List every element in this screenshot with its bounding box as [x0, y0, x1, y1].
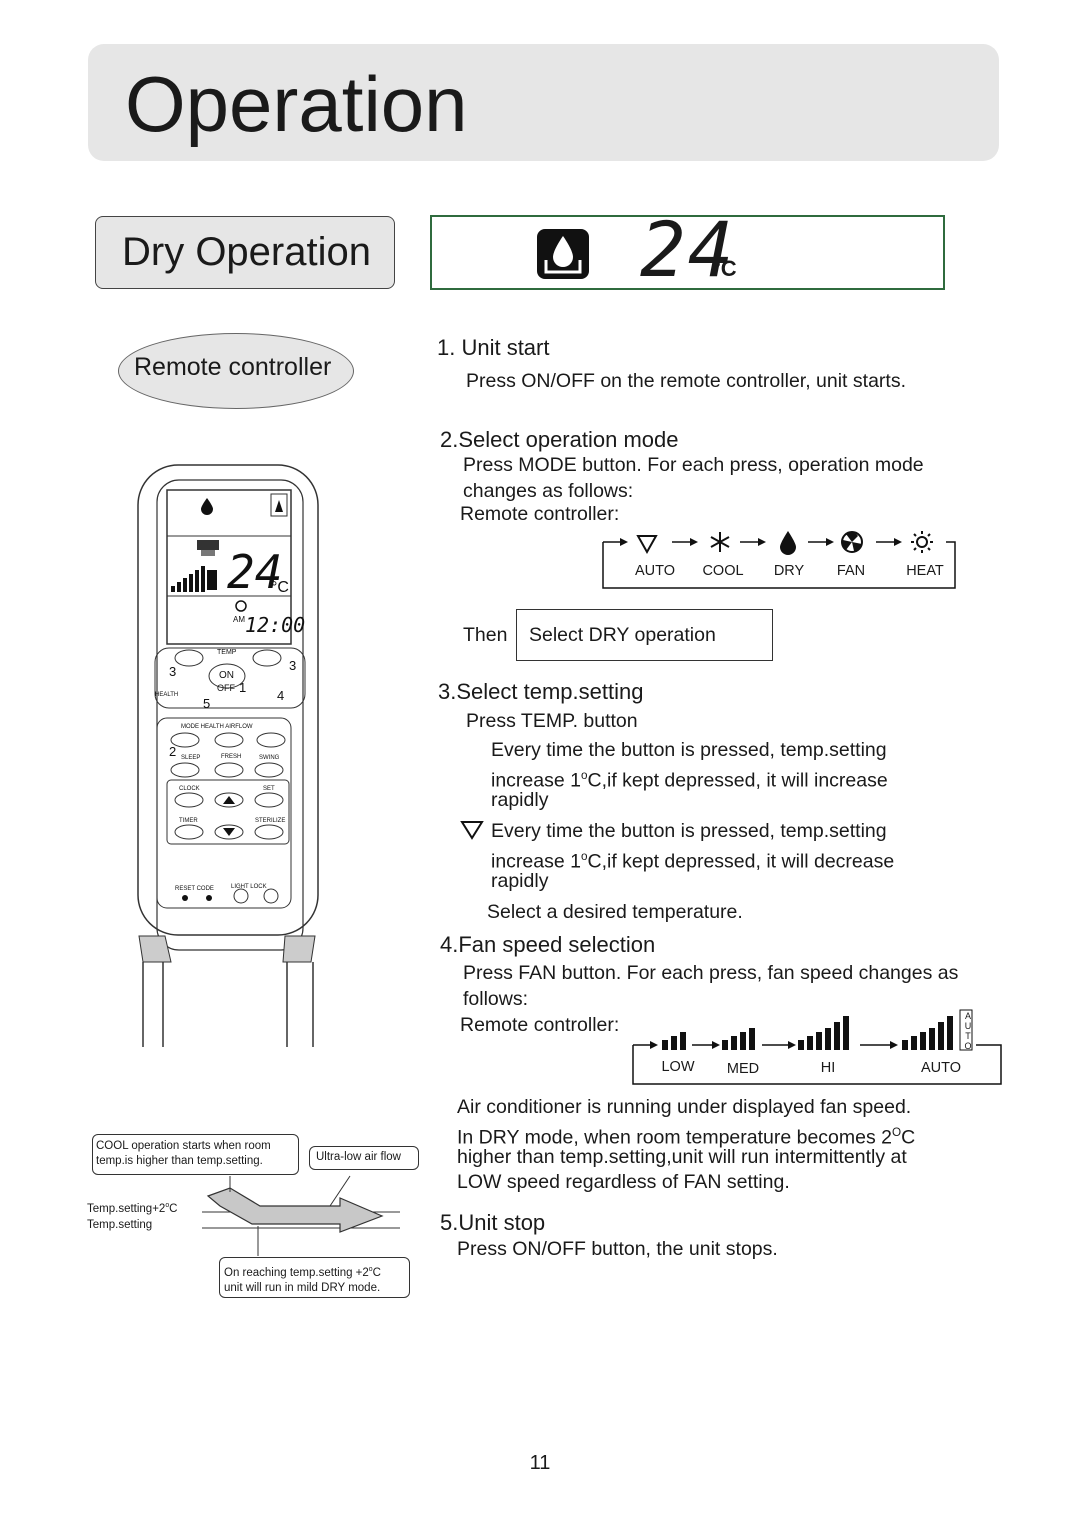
step4-line2: follows: — [463, 988, 529, 1010]
svg-text:AM: AM — [233, 615, 245, 624]
heat-sun-icon — [911, 531, 933, 553]
remote-controller-badge — [118, 333, 354, 409]
svg-text:RESET CODE: RESET CODE — [175, 886, 214, 892]
mode-cycle-diagram — [602, 531, 956, 589]
section-title: Dry Operation — [122, 230, 371, 274]
step4-line1: Press FAN button. For each press, fan sp… — [463, 962, 959, 984]
display-temperature: 24 — [640, 205, 736, 294]
step3-down-line3: rapidly — [491, 870, 549, 892]
page-number: 11 — [529, 1452, 551, 1474]
then-label: Then — [463, 624, 508, 646]
mode-dry-label: DRY — [773, 563, 805, 579]
step3-up-line3: rapidly — [491, 789, 549, 811]
step2-rc-label: Remote controller: — [460, 503, 620, 525]
ultra-low-box — [309, 1146, 419, 1170]
svg-text:4: 4 — [277, 688, 284, 703]
step5-title: 5.Unit stop — [440, 1210, 546, 1235]
svg-text:SWING: SWING — [259, 755, 280, 761]
svg-text:24: 24 — [227, 545, 282, 599]
step1-text: Press ON/OFF on the remote controller, u… — [466, 370, 906, 392]
temp-plus-label: Temp.setting+2oC — [87, 1202, 178, 1215]
svg-text:SLEEP: SLEEP — [181, 755, 200, 761]
svg-text:°C: °C — [271, 579, 289, 596]
svg-text:1: 1 — [239, 680, 246, 695]
step3-up-line1: Every time the button is pressed, temp.s… — [491, 739, 887, 761]
step4-note3: higher than temp.setting,unit will run i… — [457, 1146, 907, 1168]
svg-text:HEALTH: HEALTH — [155, 692, 178, 698]
svg-text:STERILIZE: STERILIZE — [255, 818, 285, 824]
step2-title: 2.Select operation mode — [440, 427, 679, 452]
svg-text:CLOCK: CLOCK — [179, 786, 200, 792]
step1-title: 1. Unit start — [437, 335, 550, 360]
mode-fan-label: FAN — [836, 563, 866, 579]
dry-drop-icon — [780, 531, 796, 555]
svg-text:5: 5 — [203, 696, 210, 711]
svg-text:OFF: OFF — [217, 683, 235, 693]
svg-text:3: 3 — [169, 664, 176, 679]
svg-text:LIGHT LOCK: LIGHT LOCK — [231, 884, 267, 890]
step3-press: Press TEMP. button — [466, 710, 638, 732]
svg-text:ON: ON — [219, 670, 234, 681]
reach-note-text: On reaching temp.setting +2oC unit will … — [224, 1266, 381, 1294]
down-triangle-icon — [460, 821, 484, 840]
fan-hi-label: HI — [820, 1060, 836, 1076]
select-dry-text: Select DRY operation — [529, 624, 716, 646]
page-title: Operation — [125, 60, 468, 148]
svg-text:SET: SET — [263, 786, 275, 792]
display-unit: °C — [712, 256, 737, 281]
airflow-diagram — [202, 1175, 400, 1256]
mode-auto-label: AUTO — [634, 563, 676, 579]
step4-note1: Air conditioner is running under display… — [457, 1096, 912, 1118]
svg-text:MODE HEALTH AIRFLOW: MODE HEALTH AIRFLOW — [181, 724, 253, 730]
cool-snowflake-icon — [710, 532, 730, 552]
step4-rc-label: Remote controller: — [460, 1014, 620, 1036]
header-bar — [88, 44, 999, 161]
step3-desired: Select a desired temperature. — [487, 901, 743, 923]
svg-text:TEMP: TEMP — [217, 649, 237, 656]
display-panel — [430, 215, 945, 290]
step5-text: Press ON/OFF button, the unit stops. — [457, 1238, 778, 1260]
fan-speed-diagram — [632, 1009, 1002, 1085]
step2-line1: Press MODE button. For each press, opera… — [463, 454, 924, 476]
dry-mode-icon — [537, 229, 589, 279]
select-dry-box — [516, 609, 773, 661]
mode-heat-label: HEAT — [906, 563, 944, 579]
fan-low-label: LOW — [661, 1059, 695, 1075]
fan-auto-label: AUTO — [920, 1060, 962, 1076]
svg-text:2: 2 — [169, 744, 176, 759]
cool-note-box — [92, 1134, 299, 1175]
reach-note-box — [219, 1257, 410, 1298]
remote-controller-label: Remote controller — [134, 353, 332, 381]
step3-down-line1: Every time the button is pressed, temp.s… — [491, 820, 887, 842]
step4-title: 4.Fan speed selection — [440, 932, 656, 957]
step3-title: 3.Select temp.setting — [438, 679, 644, 704]
svg-text:12:00: 12:00 — [245, 613, 305, 637]
mode-cool-label: COOL — [702, 563, 744, 579]
step2-line2: changes as follows: — [463, 480, 634, 502]
temp-setting-label: Temp.setting — [87, 1219, 153, 1231]
section-title-box — [95, 216, 395, 289]
remote-controller-illustration: 24 °C AM 12:00 TEMP ON OFF HEALTH 3 3 1 … — [137, 464, 319, 1047]
svg-text:3: 3 — [289, 658, 296, 673]
step4-note2: In DRY mode, when room temperature becom… — [457, 1126, 916, 1149]
step3-up-line2: increase 1oC,if kept depressed, it will … — [491, 769, 888, 792]
auto-icon — [636, 535, 658, 555]
fan-med-label: MED — [726, 1061, 760, 1077]
svg-text:FRESH: FRESH — [221, 754, 241, 760]
ultra-low-text: Ultra-low air flow — [316, 1151, 401, 1163]
svg-text:TIMER: TIMER — [179, 818, 198, 824]
step4-note4: LOW speed regardless of FAN setting. — [457, 1171, 790, 1193]
step3-down-line2: increase 1oC,if kept depressed, it will … — [491, 850, 895, 873]
fan-icon — [841, 531, 863, 553]
